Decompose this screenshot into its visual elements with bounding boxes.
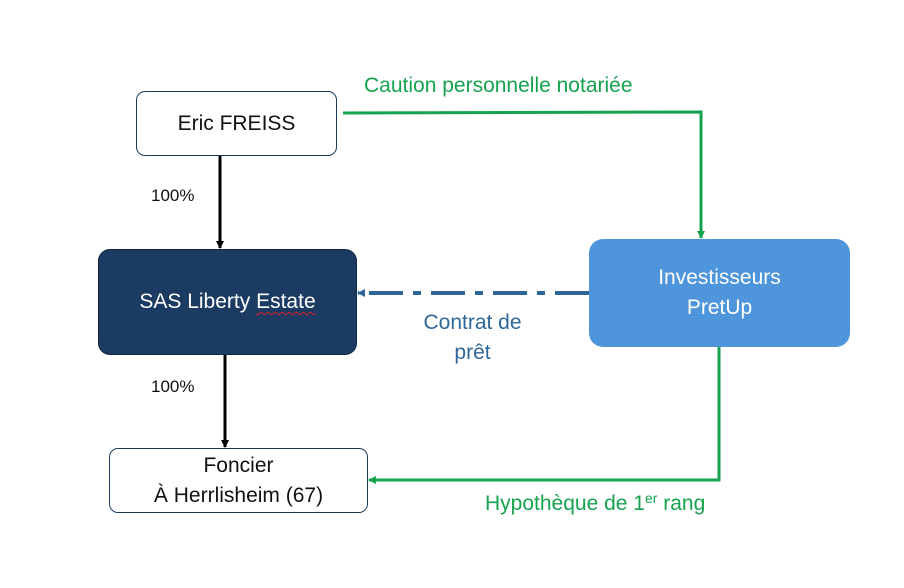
mortgage-label-main: Hypothèque de 1: [485, 492, 645, 515]
caution-arrow: [342, 110, 705, 239]
mortgage-label: Hypothèque de 1er rang: [485, 490, 706, 516]
mortgage-label-superscript: er: [644, 490, 658, 506]
caution-label: Caution personnelle notariée: [364, 74, 633, 97]
entity-foncier-herrlisheim: Foncier À Herrlisheim (67): [109, 448, 368, 513]
entity-foncier-line2: À Herrlisheim (67): [153, 483, 324, 507]
loan-contract-label: Contrat de prêt: [405, 308, 540, 368]
entity-sas-label-flagged-word: Estate: [256, 290, 316, 313]
entity-eric-freiss-label: Eric FREISS: [177, 111, 296, 135]
mortgage-arrow: [368, 347, 721, 484]
entity-investisseurs-pretup: Investisseurs PretUp: [589, 239, 850, 347]
loan-contract-label-line1: Contrat de: [423, 311, 522, 334]
entity-sas-label-main: SAS Liberty: [139, 290, 257, 313]
ownership-label-sas-foncier: 100%: [151, 377, 195, 396]
entity-eric-freiss: Eric FREISS: [136, 91, 337, 156]
entity-sas-label: SAS Liberty Estate: [139, 287, 315, 317]
entity-investisseurs-line1: Investisseurs: [658, 266, 781, 289]
entity-investisseurs-line2: PretUp: [686, 296, 753, 319]
mortgage-label-end: rang: [657, 492, 706, 515]
entity-sas-liberty-estate: SAS Liberty Estate: [98, 249, 357, 355]
ownership-label-eric-sas: 100%: [151, 186, 195, 205]
loan-contract-label-line2: prêt: [454, 341, 491, 364]
entity-foncier-line1: Foncier: [203, 453, 274, 477]
